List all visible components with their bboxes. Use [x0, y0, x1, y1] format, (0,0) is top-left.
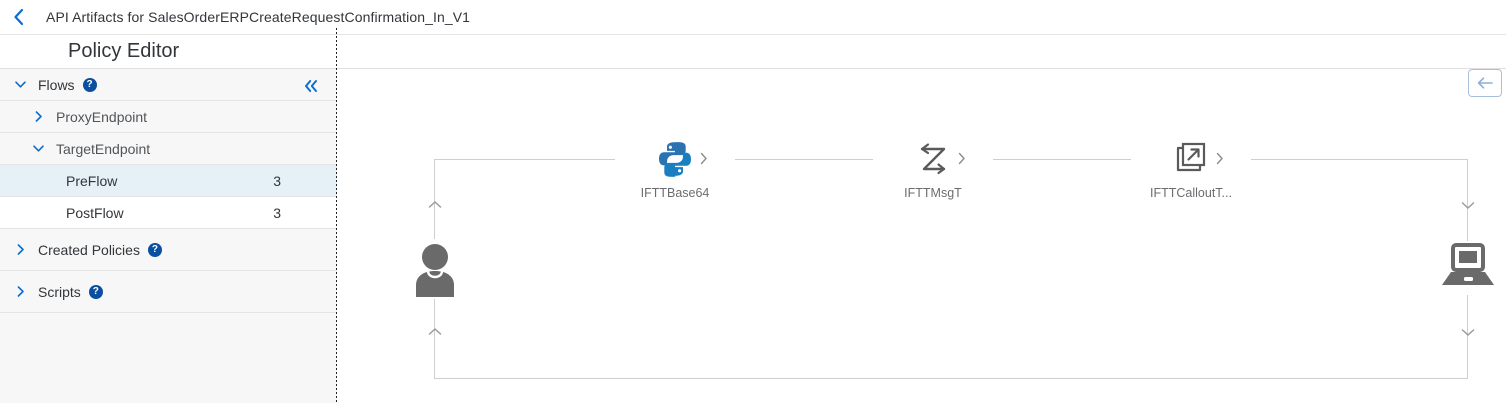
double-chevron-left-icon [304, 80, 317, 92]
flow-node-0-chevron-icon [700, 152, 708, 168]
flow-node-icon [1131, 136, 1251, 182]
flow-node-2[interactable]: IFTTCalloutT... [1131, 136, 1251, 200]
flow-node-2-chevron-icon [1216, 152, 1224, 168]
flow-canvas: IFTTBase64 IFTTMsgT IFTTCalloutT... [337, 68, 1506, 403]
back-chevron-icon[interactable] [0, 0, 36, 34]
page-title: Policy Editor [68, 40, 180, 62]
sidebar-item-proxyendpoint[interactable]: ProxyEndpoint [0, 101, 337, 133]
sidebar-item-flows[interactable]: Flows ? [0, 69, 337, 101]
sidebar-item-label: Scripts [38, 283, 81, 300]
person-icon [415, 244, 454, 297]
python-icon [659, 142, 691, 177]
flow-node-0[interactable]: IFTTBase64 [615, 136, 735, 200]
flow-arrow-up-top [428, 197, 442, 208]
help-icon[interactable]: ? [82, 77, 97, 92]
chevron-right-icon[interactable] [8, 276, 32, 308]
breadcrumb-title: API Artifacts for SalesOrderERPCreateReq… [46, 9, 471, 25]
flow-node-label: IFTTCalloutT... [1150, 186, 1232, 200]
breadcrumb-bar: API Artifacts for SalesOrderERPCreateReq… [0, 0, 1506, 35]
arrow-left-icon [1477, 77, 1493, 89]
sidebar-item-label: ProxyEndpoint [56, 108, 148, 125]
chevron-right-icon[interactable] [8, 234, 32, 266]
sidebar-item-count: 3 [273, 172, 281, 189]
flow-arrow-up-bottom [428, 324, 442, 335]
sidebar: Flows ? ProxyEndpoint TargetEndpoint Pre… [0, 68, 337, 403]
flow-node-label: IFTTMsgT [904, 186, 962, 200]
chevron-down-icon[interactable] [8, 69, 32, 101]
flow-source-endpoint[interactable] [411, 239, 458, 299]
sidebar-item-postflow[interactable]: PostFlow 3 [0, 197, 337, 229]
sidebar-item-scripts[interactable]: Scripts ? [0, 271, 337, 313]
flow-node-label: IFTTBase64 [640, 186, 710, 200]
flow-target-endpoint[interactable] [1440, 241, 1496, 295]
help-icon[interactable]: ? [88, 284, 103, 299]
chevron-down-icon[interactable] [26, 133, 50, 165]
flow-arrow-down-bottom [1461, 324, 1475, 336]
sidebar-item-count: 3 [273, 204, 281, 221]
laptop-icon [1442, 243, 1494, 285]
sidebar-item-label: Created Policies [38, 241, 140, 258]
flow-node-1-chevron-icon [958, 152, 966, 168]
flow-node-icon [873, 136, 993, 182]
help-icon[interactable]: ? [147, 242, 162, 257]
sidebar-item-label: PreFlow [66, 172, 118, 189]
sidebar-collapse-button[interactable] [299, 75, 323, 97]
flow-arrow-down-top [1461, 197, 1475, 209]
sidebar-item-preflow[interactable]: PreFlow 3 [0, 165, 337, 197]
sidebar-item-label: TargetEndpoint [56, 140, 151, 157]
canvas-back-button[interactable] [1468, 69, 1502, 97]
sidebar-item-label: Flows [38, 76, 75, 93]
chevron-left-icon [13, 8, 23, 26]
sidebar-item-created-policies[interactable]: Created Policies ? [0, 229, 337, 271]
external-callout-icon [1176, 142, 1206, 172]
sidebar-item-label: PostFlow [66, 204, 124, 221]
flow-node-icon [615, 136, 735, 182]
flow-wire-bottom [434, 378, 1468, 379]
sidebar-empty-area [0, 313, 337, 373]
sidebar-resize-handle[interactable] [336, 28, 337, 403]
chevron-right-icon[interactable] [26, 101, 50, 133]
sidebar-item-targetendpoint[interactable]: TargetEndpoint [0, 133, 337, 165]
message-transform-icon [920, 143, 946, 175]
flow-node-1[interactable]: IFTTMsgT [873, 136, 993, 200]
